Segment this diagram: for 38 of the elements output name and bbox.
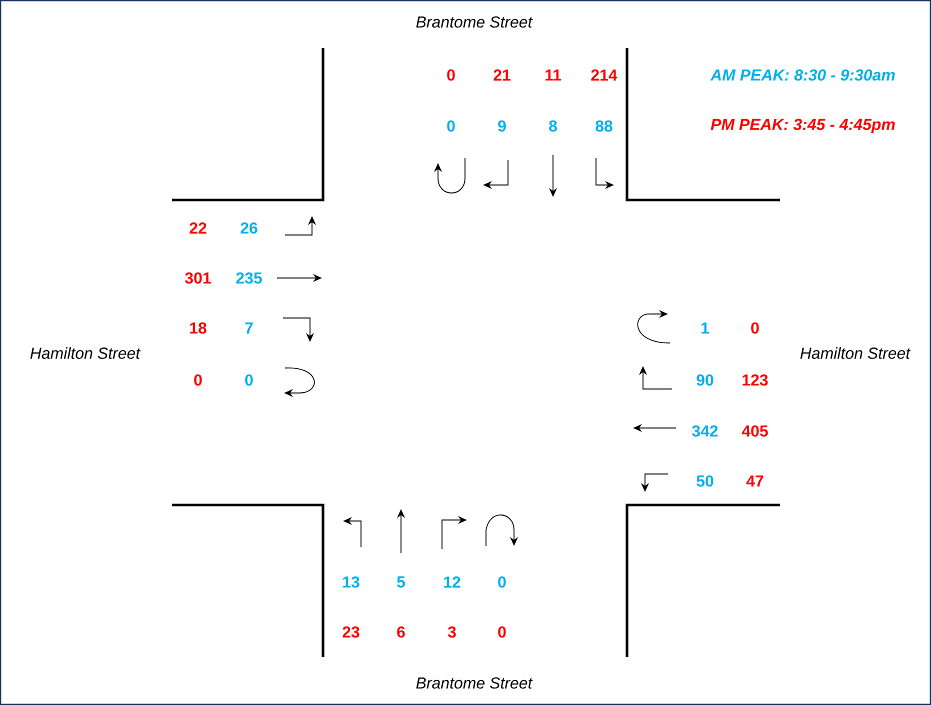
- count-label: 0: [245, 374, 253, 386]
- count-label: 21: [494, 69, 510, 81]
- count-label: 0: [194, 374, 202, 386]
- count-label: 5: [397, 576, 405, 588]
- count-label: 0: [447, 69, 455, 81]
- count-label: 7: [245, 322, 253, 334]
- legend-text: AM PEAK: 8:30 - 9:30am: [710, 69, 895, 81]
- count-label: 88: [596, 120, 612, 132]
- count-label: 18: [190, 322, 206, 334]
- count-label: 0: [498, 626, 506, 638]
- legend-text: PM PEAK: 3:45 - 4:45pm: [710, 118, 895, 134]
- count-label: 301: [185, 272, 211, 284]
- street-name-label: Hamilton Street: [800, 347, 911, 359]
- count-label: 1: [702, 322, 710, 334]
- count-label: 342: [692, 425, 718, 437]
- count-label: 8: [549, 120, 557, 132]
- count-label: 50: [696, 475, 714, 487]
- count-label: 0: [751, 322, 759, 334]
- count-label: 0: [447, 120, 455, 132]
- count-label: 3: [448, 626, 456, 638]
- count-label: 235: [236, 272, 262, 284]
- count-label: 12: [444, 576, 460, 588]
- count-label: 405: [742, 425, 768, 437]
- count-label: 47: [746, 476, 764, 486]
- count-label: 13: [343, 576, 360, 588]
- count-label: 11: [546, 70, 562, 80]
- count-label: 123: [742, 374, 768, 386]
- count-label: 9: [498, 120, 506, 132]
- count-label: 0: [498, 576, 506, 588]
- count-label: 90: [696, 374, 714, 386]
- street-name-label: Brantome Street: [416, 677, 533, 689]
- street-name-label: Brantome Street: [416, 16, 533, 28]
- street-name-label: Hamilton Street: [30, 347, 141, 359]
- count-label: 214: [591, 69, 618, 81]
- count-label: 6: [397, 626, 405, 638]
- count-label: 26: [240, 222, 258, 234]
- count-label: 23: [342, 626, 360, 638]
- count-label: 22: [190, 222, 206, 234]
